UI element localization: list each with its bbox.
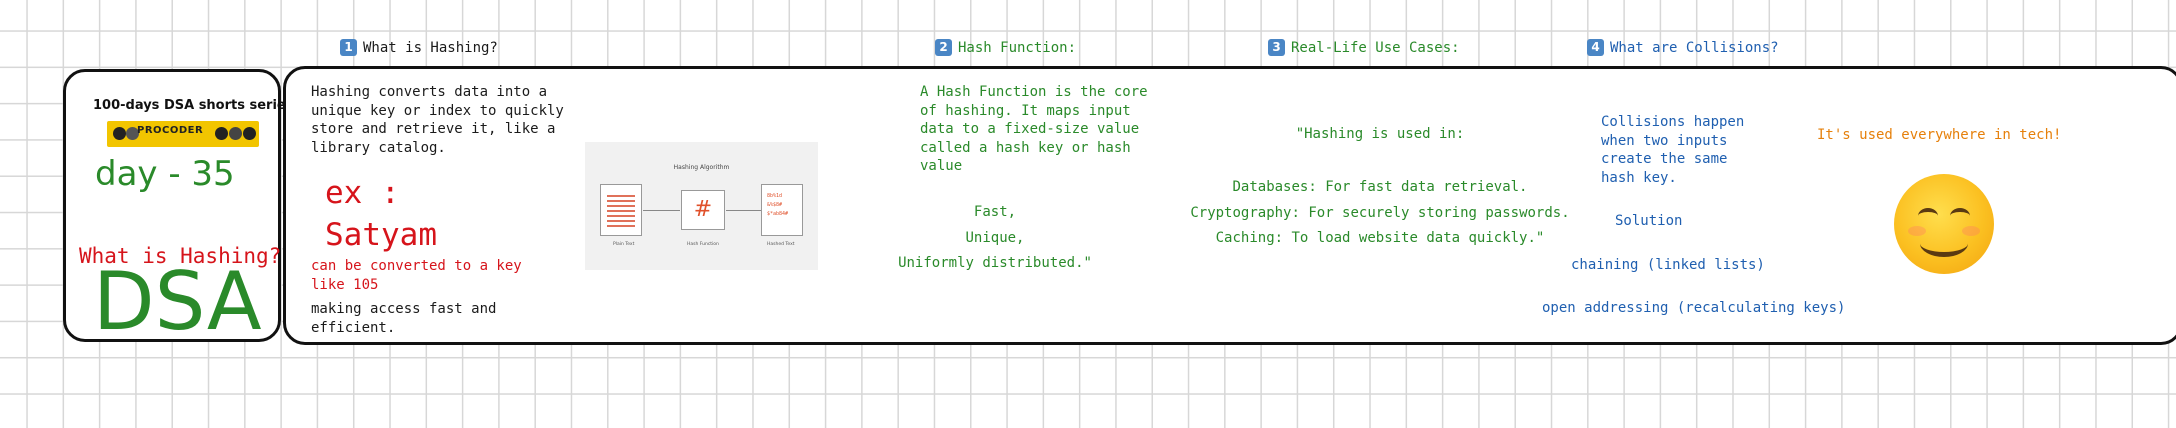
conv-line: can be converted to a key: [311, 258, 522, 274]
hash-function-props: Fast, Unique, Uniformly distributed.": [895, 200, 1095, 277]
section-title-4: What are Collisions?: [1610, 39, 1779, 56]
intro-line: store and retrieve it, like a: [311, 121, 556, 137]
series-title: 100-days DSA shorts series: [93, 98, 294, 113]
outro-line: efficient.: [311, 319, 396, 336]
open-addressing-label: open addressing (recalculating keys): [1542, 300, 1846, 316]
algo-label: Hash Function: [687, 242, 719, 247]
topic-question: What is Hashing?: [79, 244, 282, 268]
section-header-3: 3 Real-Life Use Cases:: [1268, 39, 1460, 56]
desc-line: called a hash key or hash: [920, 139, 1131, 156]
collision-line: create the same: [1601, 151, 1728, 167]
badge-icon: [126, 127, 139, 140]
section-header-1: 1 What is Hashing?: [340, 39, 498, 56]
chaining-label: chaining (linked lists): [1571, 257, 1765, 273]
use-case-item: Databases: For fast data retrieval.: [1232, 179, 1528, 195]
use-cases-intro: "Hashing is used in:: [1295, 126, 1465, 142]
everywhere-note: It's used everywhere in tech!: [1817, 127, 2062, 143]
arrow-icon: [726, 210, 761, 211]
hashed-text-doc-icon: 8b%1d &%$8# $*ab84#: [761, 184, 803, 236]
algo-label: Hashed Text: [767, 242, 795, 247]
collision-line: hash key.: [1601, 169, 1677, 186]
example-label: ex :: [325, 175, 400, 211]
number-4-icon: 4: [1587, 39, 1604, 56]
outro-line: making access fast and: [311, 301, 497, 317]
use-case-item: Caching: To load website data quickly.": [1215, 230, 1545, 246]
hash-function-desc: A Hash Function is the core of hashing. …: [920, 83, 1148, 176]
number-2-icon: 2: [935, 39, 952, 56]
section-title-2: Hash Function:: [958, 39, 1077, 56]
section-title-3: Real-Life Use Cases:: [1291, 39, 1460, 56]
number-1-icon: 1: [340, 39, 357, 56]
algo-title: Hashing Algorithm: [673, 164, 730, 171]
youtube-icon: [215, 127, 228, 140]
github-icon: [243, 127, 256, 140]
use-case-item: Cryptography: For securely storing passw…: [1190, 204, 1570, 221]
day-counter: day - 35: [95, 154, 235, 194]
intro-line: Hashing converts data into a: [311, 84, 548, 100]
logo-icon: [113, 127, 126, 140]
hashing-algorithm-image: Hashing Algorithm # 8b%1d &%$8# $*ab84# …: [585, 142, 818, 270]
example-value: Satyam: [325, 217, 437, 253]
section-title-1: What is Hashing?: [363, 39, 498, 56]
desc-line: data to a fixed-size value: [920, 121, 1140, 137]
conversion-note: can be converted to a key like 105: [311, 257, 522, 294]
banner-text: PROCODER: [137, 125, 204, 136]
solution-label: Solution: [1615, 213, 1683, 229]
instagram-icon: [229, 127, 242, 140]
section-header-4: 4 What are Collisions?: [1587, 39, 1779, 56]
hash-function-icon: #: [681, 190, 725, 230]
hex-line: 8b%1d: [767, 193, 783, 199]
example-block: ex : Satyam: [325, 172, 437, 256]
collision-line: when two inputs: [1601, 132, 1728, 149]
hashing-intro: Hashing converts data into a unique key …: [311, 83, 564, 157]
intro-line: unique key or index to quickly: [311, 102, 564, 119]
prop-line: Unique,: [965, 229, 1025, 246]
prop-line: Fast,: [973, 204, 1017, 220]
desc-line: value: [920, 158, 963, 174]
plain-text-doc-icon: [600, 184, 642, 236]
use-cases-list: Databases: For fast data retrieval. Cryp…: [1180, 175, 1580, 252]
title-card: [63, 69, 281, 342]
procoder-banner: PROCODER: [107, 121, 259, 147]
arrow-icon: [643, 210, 680, 211]
algo-label: Plain Text: [613, 242, 635, 247]
prop-line: Uniformly distributed.": [898, 255, 1092, 271]
number-3-icon: 3: [1268, 39, 1285, 56]
conv-line: like 105: [311, 276, 379, 293]
section-header-2: 2 Hash Function:: [935, 39, 1076, 56]
hex-line: &%$8#: [767, 202, 783, 208]
desc-line: of hashing. It maps input: [920, 102, 1131, 119]
dsa-title: DSA: [93, 255, 262, 348]
hex-line: $*ab84#: [767, 211, 789, 217]
intro-line: library catalog.: [311, 139, 446, 156]
collision-line: Collisions happen: [1601, 114, 1745, 130]
smiling-face-icon: [1894, 174, 1994, 274]
hashing-outro: making access fast and efficient.: [311, 300, 496, 337]
desc-line: A Hash Function is the core: [920, 84, 1148, 100]
collisions-desc: Collisions happen when two inputs create…: [1601, 113, 1744, 187]
